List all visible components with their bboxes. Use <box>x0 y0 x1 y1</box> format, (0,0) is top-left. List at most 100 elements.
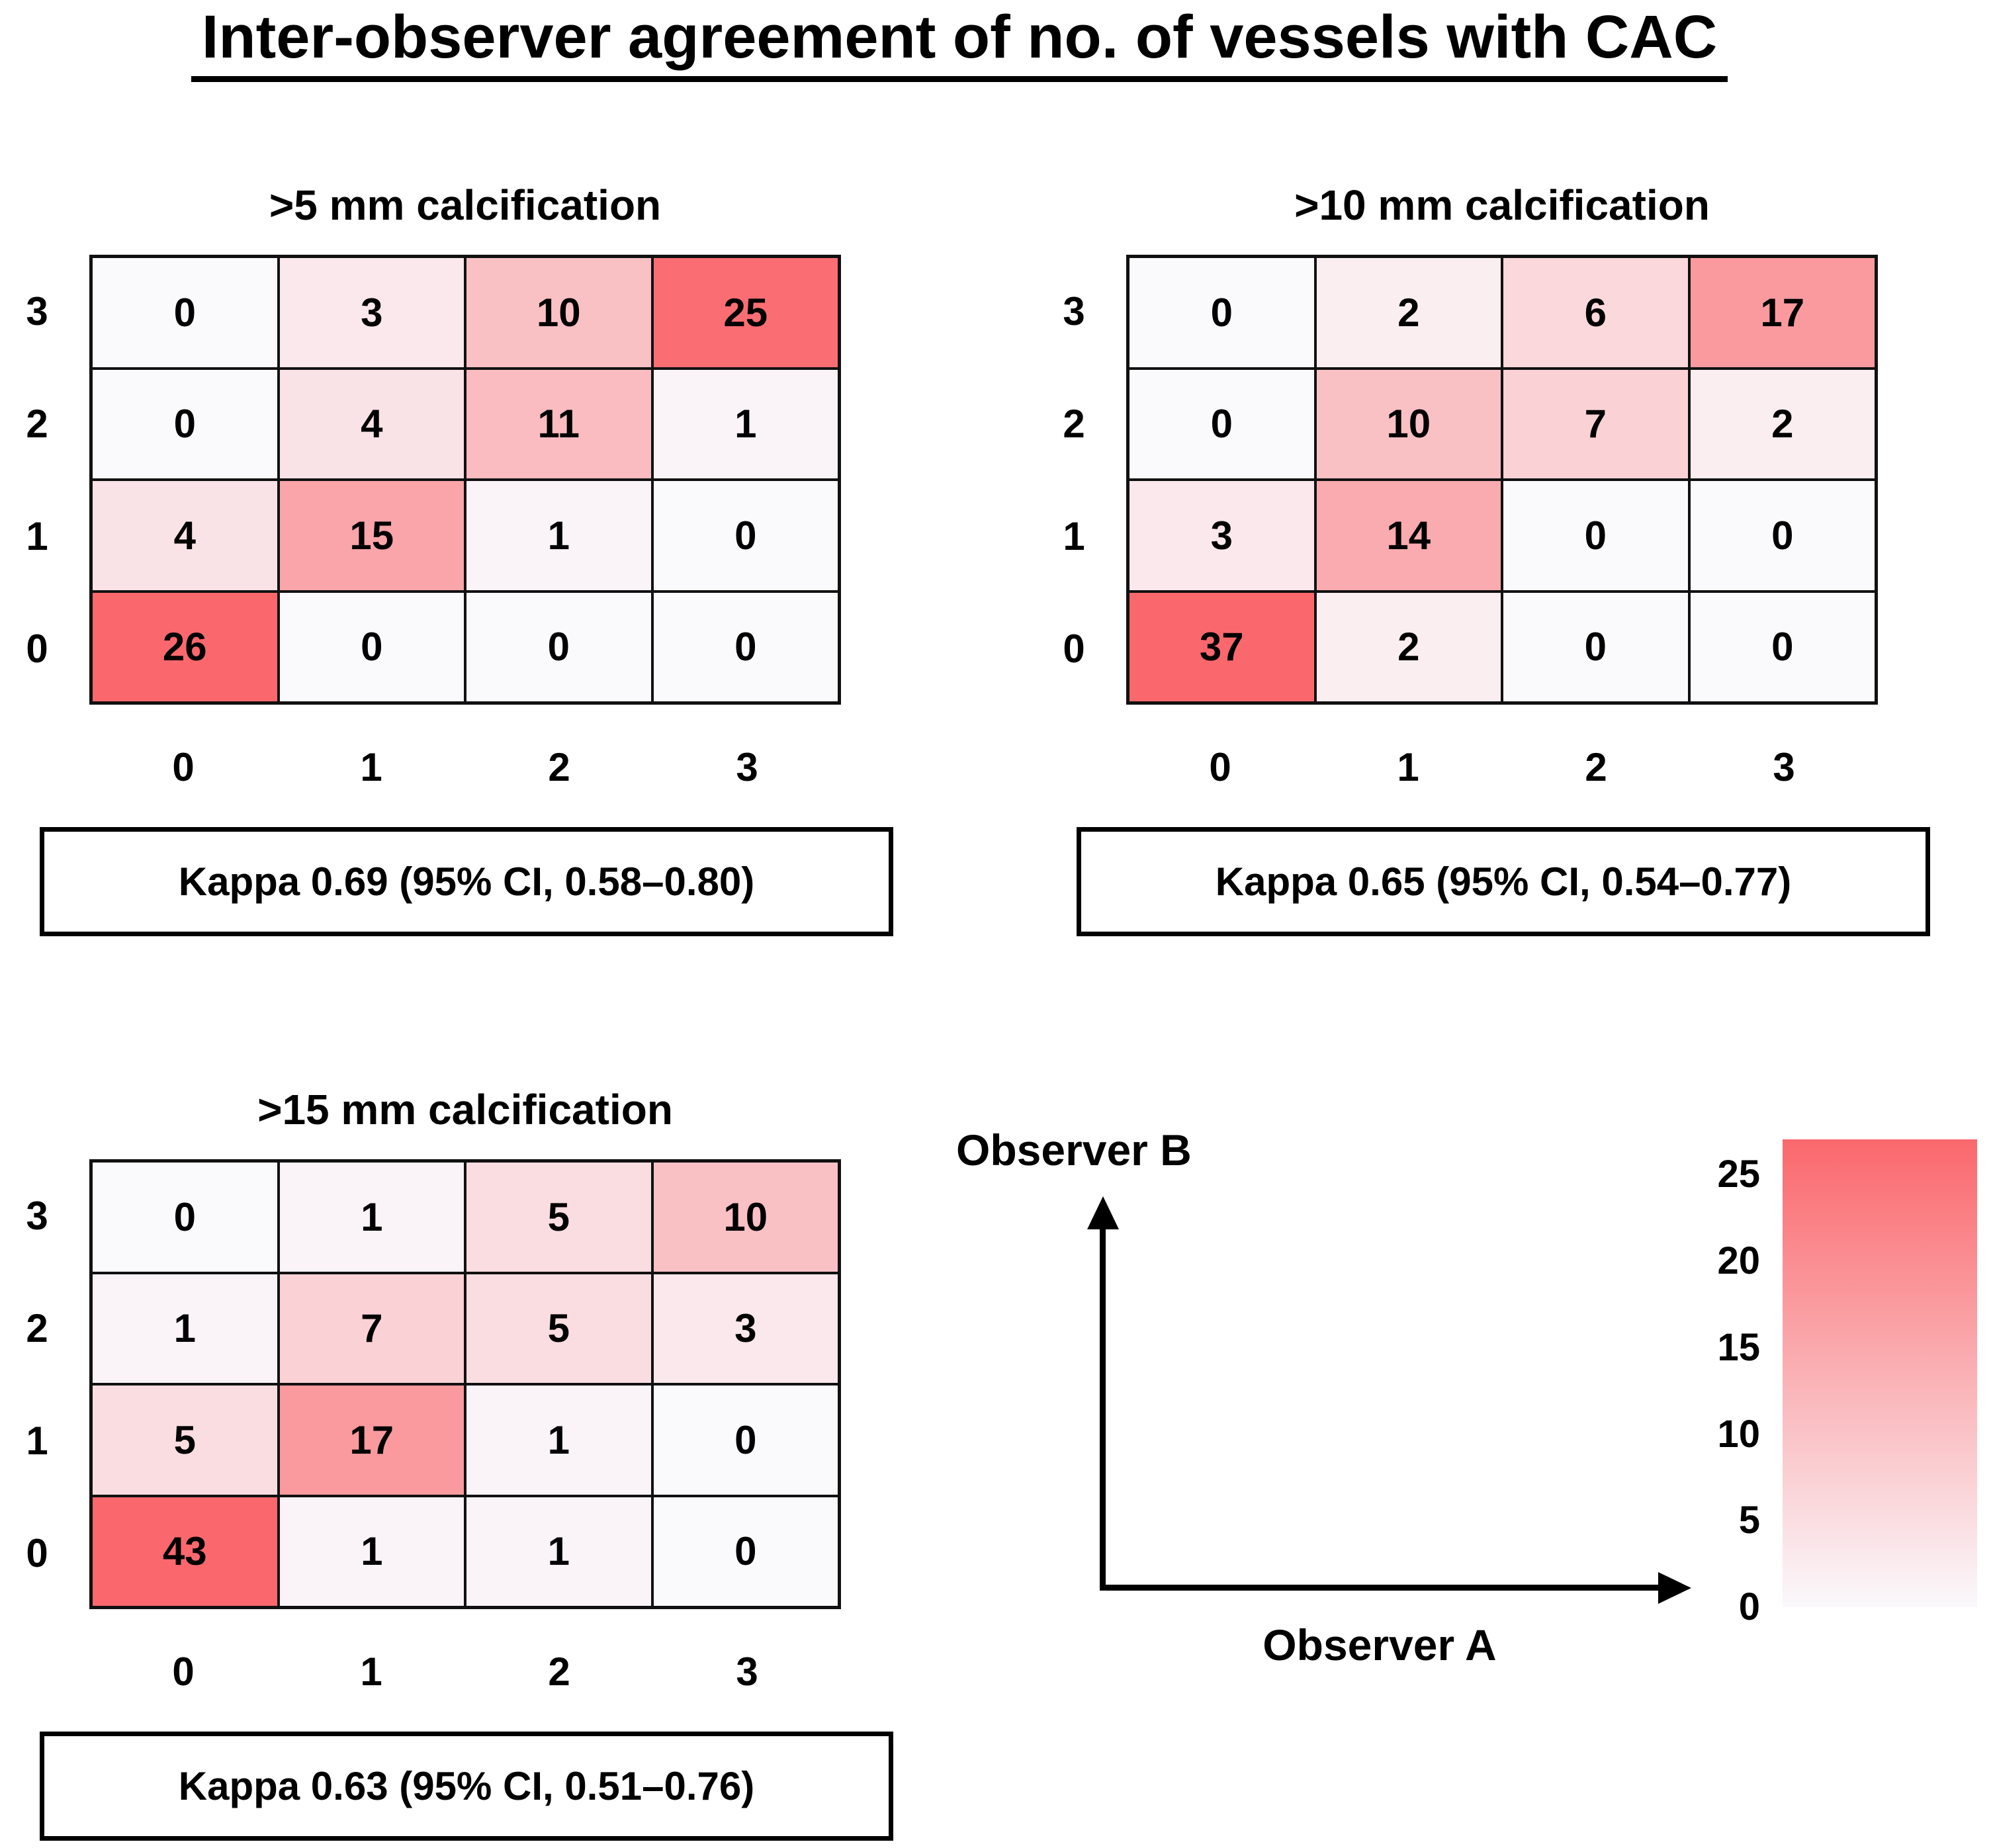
matrix-cell: 1 <box>652 368 839 480</box>
kappa-statistic-text: Kappa 0.69 (95% CI, 0.58–0.80) <box>178 859 755 904</box>
kappa-statistic-box: Kappa 0.63 (95% CI, 0.51–0.76) <box>40 1732 893 1841</box>
col-label: 2 <box>1585 744 1607 789</box>
matrix-cell: 0 <box>1128 368 1315 480</box>
matrix-cell: 1 <box>278 1495 465 1607</box>
panel-5mm: >5 mm calcification 3 2 1 0 0 3 10 25 0 … <box>0 169 946 946</box>
colorbar-tick: 15 <box>1717 1326 1760 1369</box>
col-label: 3 <box>1773 744 1795 789</box>
observer-a-axis-label: Observer A <box>1262 1620 1497 1669</box>
row-label: 3 <box>26 1193 48 1238</box>
matrix-cell: 37 <box>1128 591 1315 703</box>
col-label: 2 <box>548 1649 570 1694</box>
matrix-cell: 0 <box>652 1495 839 1607</box>
col-label: 1 <box>360 1649 382 1694</box>
colorbar-tick: 0 <box>1738 1585 1760 1628</box>
matrix-cell: 26 <box>91 591 279 703</box>
row-label: 2 <box>1063 401 1085 446</box>
matrix-cell: 1 <box>465 480 652 592</box>
matrix-cell: 0 <box>91 368 279 480</box>
col-label: 1 <box>360 744 382 789</box>
matrix-cell: 25 <box>652 257 839 369</box>
col-label: 0 <box>1209 744 1231 789</box>
col-label: 2 <box>548 744 570 789</box>
row-label: 1 <box>1063 513 1085 558</box>
figure-title: Inter-observer agreement of no. of vesse… <box>0 5 1919 82</box>
panel-15mm-title: >15 mm calcification <box>257 1086 673 1133</box>
colorbar-tick: 10 <box>1717 1413 1760 1456</box>
col-label: 3 <box>736 1649 758 1694</box>
row-label: 0 <box>26 626 48 671</box>
matrix-cell: 0 <box>91 257 279 369</box>
matrix-cell: 0 <box>1689 480 1876 592</box>
matrix-cell: 1 <box>465 1495 652 1607</box>
matrix-cell: 1 <box>278 1161 465 1273</box>
figure-title-text: Inter-observer agreement of no. of vesse… <box>191 5 1728 82</box>
panel-15mm: >15 mm calcification 3 2 1 0 0 1 5 10 1 … <box>0 1073 946 1848</box>
matrix-cell: 11 <box>465 368 652 480</box>
col-label: 3 <box>736 744 758 789</box>
right-arrow-icon <box>1658 1572 1691 1604</box>
heatmap-grid-10mm: 0 2 6 17 0 10 7 2 3 14 0 0 37 2 0 0 <box>1126 255 1878 705</box>
row-label: 2 <box>26 1305 48 1350</box>
colorbar-gradient <box>1783 1139 1977 1607</box>
kappa-statistic-text: Kappa 0.63 (95% CI, 0.51–0.76) <box>178 1764 755 1808</box>
matrix-cell: 3 <box>1128 480 1315 592</box>
matrix-cell: 10 <box>652 1161 839 1273</box>
matrix-cell: 0 <box>278 591 465 703</box>
col-label: 1 <box>1397 744 1419 789</box>
matrix-cell: 4 <box>91 480 279 592</box>
row-label: 2 <box>26 401 48 446</box>
matrix-cell: 17 <box>278 1384 465 1496</box>
colorbar-tick: 20 <box>1717 1239 1760 1282</box>
panel-10mm: >10 mm calcification 3 2 1 0 0 2 6 17 0 … <box>1037 169 1983 946</box>
kappa-statistic-text: Kappa 0.65 (95% CI, 0.54–0.77) <box>1215 859 1792 904</box>
matrix-cell: 5 <box>465 1161 652 1273</box>
matrix-cell: 5 <box>465 1272 652 1384</box>
matrix-cell: 3 <box>652 1272 839 1384</box>
matrix-cell: 17 <box>1689 257 1876 369</box>
matrix-cell: 10 <box>465 257 652 369</box>
row-label: 3 <box>26 288 48 333</box>
observer-b-axis-line <box>1100 1225 1106 1591</box>
kappa-statistic-box: Kappa 0.65 (95% CI, 0.54–0.77) <box>1077 827 1930 936</box>
row-label: 1 <box>26 513 48 558</box>
matrix-cell: 7 <box>278 1272 465 1384</box>
matrix-cell: 10 <box>1315 368 1502 480</box>
colorbar-tick: 5 <box>1738 1499 1760 1542</box>
matrix-cell: 0 <box>1502 480 1689 592</box>
panel-5mm-title: >5 mm calcification <box>269 181 662 229</box>
matrix-cell: 0 <box>1502 591 1689 703</box>
kappa-statistic-box: Kappa 0.69 (95% CI, 0.58–0.80) <box>40 827 893 936</box>
matrix-cell: 6 <box>1502 257 1689 369</box>
row-label: 0 <box>1063 626 1085 671</box>
row-label: 1 <box>26 1418 48 1463</box>
matrix-cell: 2 <box>1315 591 1502 703</box>
col-label: 0 <box>172 744 195 789</box>
matrix-cell: 7 <box>1502 368 1689 480</box>
matrix-cell: 2 <box>1315 257 1502 369</box>
matrix-cell: 0 <box>465 591 652 703</box>
matrix-cell: 0 <box>91 1161 279 1273</box>
matrix-cell: 0 <box>1689 591 1876 703</box>
matrix-cell: 0 <box>1128 257 1315 369</box>
row-label: 0 <box>26 1530 48 1575</box>
row-label: 3 <box>1063 288 1085 333</box>
observer-b-axis-label: Observer B <box>956 1125 1192 1174</box>
matrix-cell: 0 <box>652 591 839 703</box>
matrix-cell: 43 <box>91 1495 279 1607</box>
colorbar-tick: 25 <box>1717 1153 1760 1196</box>
up-arrow-icon <box>1087 1196 1119 1229</box>
col-label: 0 <box>172 1649 195 1694</box>
matrix-cell: 4 <box>278 368 465 480</box>
heatmap-grid-5mm: 0 3 10 25 0 4 11 1 4 15 1 0 26 0 0 0 <box>89 255 841 705</box>
matrix-cell: 3 <box>278 257 465 369</box>
matrix-cell: 5 <box>91 1384 279 1496</box>
panel-10mm-title: >10 mm calcification <box>1294 181 1710 229</box>
matrix-cell: 1 <box>465 1384 652 1496</box>
matrix-cell: 15 <box>278 480 465 592</box>
matrix-cell: 0 <box>652 1384 839 1496</box>
observer-a-axis-line <box>1100 1585 1661 1591</box>
matrix-cell: 0 <box>652 480 839 592</box>
heatmap-grid-15mm: 0 1 5 10 1 7 5 3 5 17 1 0 43 1 1 0 <box>89 1159 841 1609</box>
